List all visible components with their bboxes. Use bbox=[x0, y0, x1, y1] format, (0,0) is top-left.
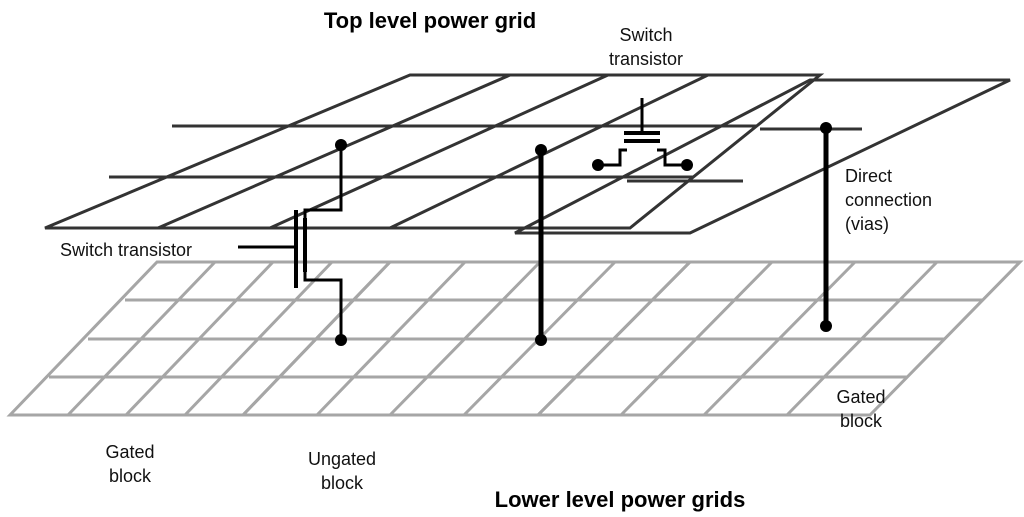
grid-line bbox=[66, 260, 217, 417]
grid-line bbox=[124, 260, 275, 417]
lower-grid-gated-right bbox=[534, 260, 1024, 417]
connection-dot bbox=[535, 334, 547, 346]
gated-right-label-line2: block bbox=[840, 411, 883, 431]
top-grid-main bbox=[44, 73, 825, 230]
lower-grids-title: Lower level power grids bbox=[495, 487, 746, 512]
connection-dot bbox=[335, 334, 347, 346]
switch-top-label-line1: Switch bbox=[619, 25, 672, 45]
gated-right-label-line1: Gated bbox=[836, 387, 885, 407]
switch-left-label: Switch transistor bbox=[60, 240, 192, 260]
connection-dot bbox=[535, 144, 547, 156]
grid-line bbox=[702, 260, 857, 417]
top-grid-right-extension bbox=[514, 78, 1011, 235]
direct-connection-label-line2: connection bbox=[845, 190, 932, 210]
top-grid-right-outline bbox=[514, 78, 1011, 235]
switch-top-label-line2: transistor bbox=[609, 49, 683, 69]
direct-connection-label-line1: Direct bbox=[845, 166, 892, 186]
ungated-label-line1: Ungated bbox=[308, 449, 376, 469]
direct-connection-label-line3: (vias) bbox=[845, 214, 889, 234]
grid-line bbox=[389, 73, 709, 230]
gated-left-label-line2: block bbox=[109, 466, 152, 486]
grid-line bbox=[269, 73, 609, 230]
transistor-drain-wire bbox=[303, 145, 343, 222]
grid-line bbox=[183, 260, 334, 417]
grid-line bbox=[619, 260, 774, 417]
transistor-right-wire bbox=[657, 148, 687, 167]
grid-line bbox=[157, 73, 511, 230]
top-grid-main-outline bbox=[44, 73, 825, 230]
grid-line bbox=[785, 260, 939, 417]
transistor-left-wire bbox=[598, 148, 627, 167]
connection-dot bbox=[335, 139, 347, 151]
gated-left-label-line1: Gated bbox=[105, 442, 154, 462]
connection-dot bbox=[820, 122, 832, 134]
transistor-source-wire bbox=[303, 268, 343, 340]
right-direct-via bbox=[820, 122, 832, 332]
connection-dot bbox=[681, 159, 693, 171]
middle-direct-via bbox=[535, 144, 547, 346]
top-switch-transistor bbox=[592, 98, 693, 171]
grid-line bbox=[315, 260, 467, 417]
ungated-label-line2: block bbox=[321, 473, 364, 493]
left-switch-transistor bbox=[238, 139, 347, 346]
connection-dot bbox=[592, 159, 604, 171]
connection-dot bbox=[820, 320, 832, 332]
grid-line bbox=[388, 260, 542, 417]
top-grid-title: Top level power grid bbox=[324, 8, 536, 33]
lower-grid-right-outline bbox=[534, 260, 1024, 417]
